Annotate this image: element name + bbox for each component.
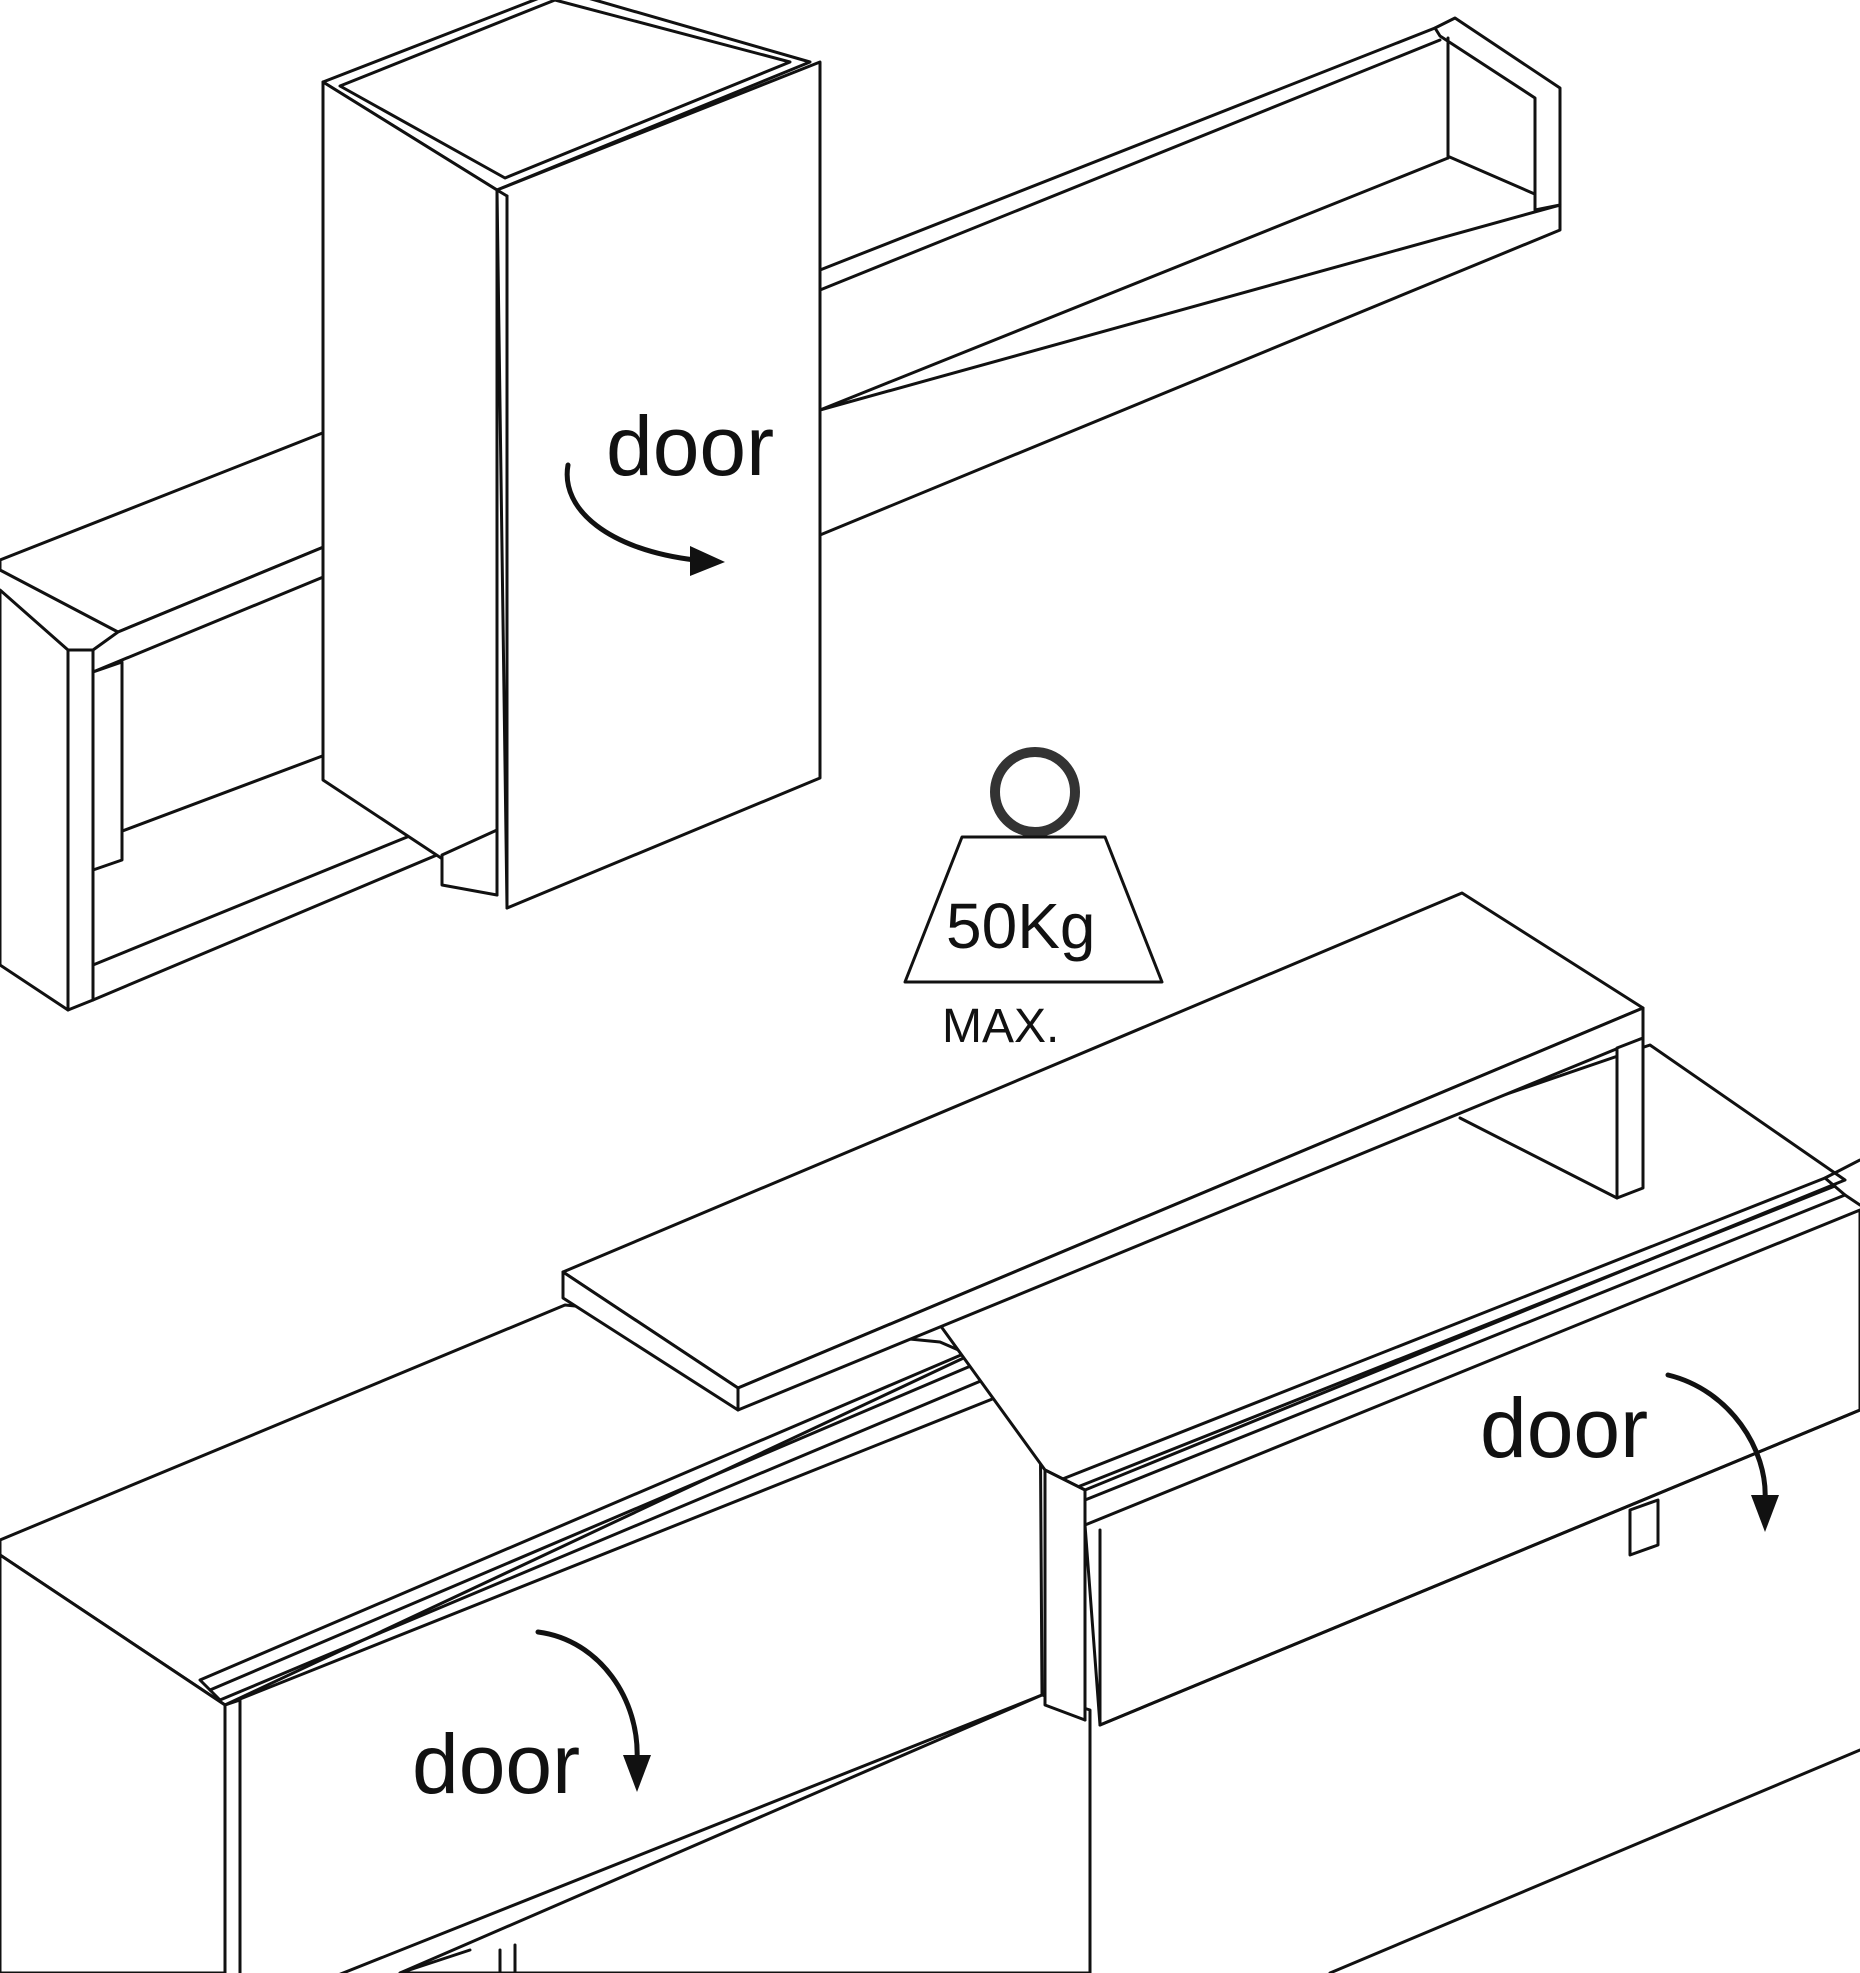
door-arrow-tv-right xyxy=(1665,1372,1779,1532)
door-arrow-tv-left xyxy=(535,1629,651,1792)
tv-stand xyxy=(0,891,1860,1973)
door-label-wall-cabinet: door xyxy=(606,399,774,493)
weight-value: 50Kg xyxy=(946,890,1095,962)
door-arrow-wall-cabinet xyxy=(564,462,725,576)
wall-shelf-long xyxy=(818,16,1562,537)
door-label-tv-right: door xyxy=(1480,1381,1648,1475)
door-label-tv-left: door xyxy=(412,1717,580,1811)
tall-wall-cabinet xyxy=(321,0,822,910)
weight-icon xyxy=(903,747,1164,984)
weight-max-label: MAX. xyxy=(942,1000,1059,1053)
